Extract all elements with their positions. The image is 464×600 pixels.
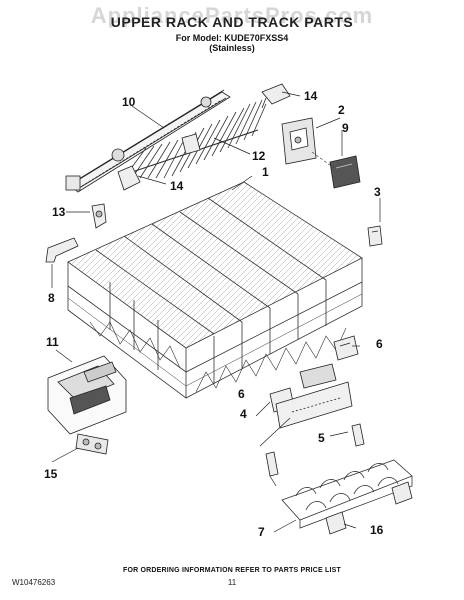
- callout-8: 8: [48, 291, 55, 305]
- callout-9: 9: [342, 121, 349, 135]
- callout-16: 16: [370, 523, 384, 537]
- watermark: AppliancePartsPros.com: [90, 3, 374, 28]
- callout-6-right: 6: [376, 337, 383, 351]
- part-10-track-rail: [65, 89, 231, 193]
- part-5-clip-left: [265, 451, 279, 477]
- callout-7: 7: [258, 525, 265, 539]
- part-16-clip-upper: [391, 481, 413, 505]
- leader-lines: [51, 91, 381, 533]
- callout-12: 12: [252, 149, 266, 163]
- part-16-clip-lower: [325, 511, 347, 535]
- finish-line: (Stainless): [209, 43, 255, 53]
- callout-14-top: 14: [304, 89, 318, 103]
- part-1-upper-rack: [67, 181, 363, 399]
- callout-2: 2: [338, 103, 345, 117]
- callout-4: 4: [240, 407, 247, 421]
- callout-13: 13: [52, 205, 66, 219]
- page-number: 11: [227, 578, 237, 587]
- model-line: For Model: KUDE70FXSS4: [175, 33, 289, 43]
- part-2-adjuster-housing: [281, 117, 317, 165]
- callout-6-left: 6: [238, 387, 245, 401]
- callout-3: 3: [374, 185, 381, 199]
- part-15-housing: [75, 433, 109, 455]
- callout-15: 15: [44, 467, 58, 481]
- part-4-adjuster-plate: [275, 363, 353, 429]
- callout-5: 5: [318, 431, 325, 445]
- part-14-clip-lower: [117, 133, 201, 191]
- part-8-stop-clip: [45, 237, 79, 263]
- callout-14-lower: 14: [170, 179, 184, 193]
- part-11-adjuster-kit: [47, 355, 127, 435]
- callout-labels: 1 2 3 4 5 6 6 7 8 9 10 11 12 13 14 14 15…: [44, 89, 384, 539]
- callout-1: 1: [262, 165, 269, 179]
- part-6-stop-right: [333, 335, 359, 361]
- document-number: W10476263: [12, 578, 56, 587]
- assembly-dash-2-9: [311, 151, 335, 169]
- part-14-clip-top: [261, 83, 291, 109]
- part-5-clip-right: [351, 423, 365, 447]
- part-7-tine-rack: [281, 459, 413, 529]
- part-3-clip: [367, 225, 383, 247]
- callout-10: 10: [122, 95, 136, 109]
- page-title: UPPER RACK AND TRACK PARTS: [110, 14, 354, 30]
- ordering-note: FOR ORDERING INFORMATION REFER TO PARTS …: [122, 567, 342, 574]
- callout-11: 11: [46, 335, 59, 349]
- part-9-adjuster-cover: [329, 155, 361, 189]
- part-13-stop: [91, 203, 107, 229]
